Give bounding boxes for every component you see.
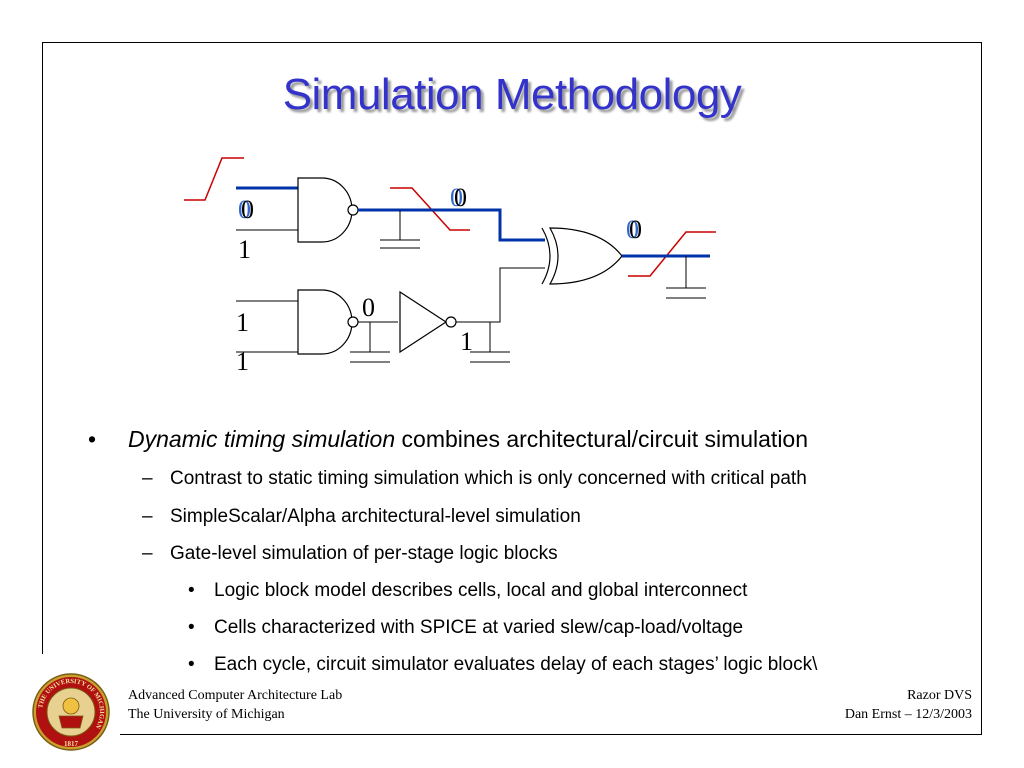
seal-sun-icon xyxy=(62,697,80,715)
nand-gate-2 xyxy=(297,289,353,355)
label-xor-out: 0 xyxy=(629,215,642,244)
wire-nand1-to-xor xyxy=(358,208,545,242)
inverter-bubble xyxy=(445,316,457,328)
load-capacitor-4 xyxy=(666,256,706,299)
bullet-glyph: • xyxy=(188,654,195,675)
university-seal-logo: THE UNIVERSITY OF MICHIGAN 1817 xyxy=(32,673,110,751)
dash-glyph: – xyxy=(142,506,153,527)
footer-project: Razor DVS xyxy=(907,688,972,703)
input-waveform xyxy=(184,157,244,201)
footer-lab: Advanced Computer Architecture Lab xyxy=(128,688,343,703)
footer-left: Advanced Computer Architecture Lab The U… xyxy=(128,686,342,724)
slide-frame-top xyxy=(42,42,982,43)
slide-frame-right xyxy=(981,42,982,734)
sub-sub-bullet-1-text: Logic block model describes cells, local… xyxy=(214,580,748,601)
nand-gate-1 xyxy=(297,177,353,243)
load-capacitor-1 xyxy=(380,210,420,249)
bullet-glyph: • xyxy=(88,426,97,452)
bullet-glyph: • xyxy=(188,617,195,638)
bullet-glyph: • xyxy=(188,580,195,601)
label-input-d: 1 xyxy=(236,347,249,376)
sub-sub-bullet-3-text: Each cycle, circuit simulator evaluates … xyxy=(214,654,818,675)
circuit-diagram: 0 0 1 1 1 0 0 0 1 0 0 xyxy=(184,157,716,376)
xor-gate-input-arc xyxy=(541,227,551,285)
label-nand1-out: 0 xyxy=(454,183,467,212)
wire-inverter-to-xor xyxy=(456,267,545,323)
load-capacitor-3 xyxy=(470,322,510,363)
footer-right: Razor DVS Dan Ernst – 12/3/2003 xyxy=(845,686,972,724)
footer-university: The University of Michigan xyxy=(128,707,285,722)
bullet-main-rest: combines architectural/circuit simulatio… xyxy=(395,426,809,452)
footer-author-date: Dan Ernst – 12/3/2003 xyxy=(844,707,972,722)
slide-frame-bottom xyxy=(120,734,982,735)
nand-gate-2-bubble xyxy=(347,316,359,328)
load-capacitor-2 xyxy=(350,322,390,363)
label-nand2-out: 0 xyxy=(362,293,375,322)
inverter-gate xyxy=(399,290,448,354)
xor-gate xyxy=(548,227,623,285)
bullet-main-italic: Dynamic timing simulation xyxy=(128,426,396,452)
label-xor-out-shadow: 0 xyxy=(626,215,639,244)
dash-glyph: – xyxy=(142,543,153,564)
bullet-main-text: Dynamic timing simulation combines archi… xyxy=(128,426,808,453)
nand-gate-1-bubble xyxy=(347,204,359,216)
sub-sub-bullet-2-text: Cells characterized with SPICE at varied… xyxy=(214,617,744,638)
label-nand1-out-shadow: 0 xyxy=(450,183,463,212)
slide-title: Simulation Methodology xyxy=(282,70,742,119)
label-input-a-shadow: 0 xyxy=(238,195,251,224)
label-input-b: 1 xyxy=(238,235,251,264)
label-inverter-out: 1 xyxy=(460,327,473,356)
dash-glyph: – xyxy=(142,468,153,489)
label-input-c: 1 xyxy=(236,308,249,337)
slide-frame-left xyxy=(42,42,43,654)
sub-bullet-2-text: SimpleScalar/Alpha architectural-level s… xyxy=(170,506,581,527)
output-waveform xyxy=(628,231,716,277)
sub-bullet-3-text: Gate-level simulation of per-stage logic… xyxy=(170,543,558,564)
sub-bullet-1-text: Contrast to static timing simulation whi… xyxy=(170,468,807,489)
seal-year: 1817 xyxy=(64,740,79,748)
seal-book-icon xyxy=(58,715,84,729)
label-input-a: 0 xyxy=(241,195,254,224)
